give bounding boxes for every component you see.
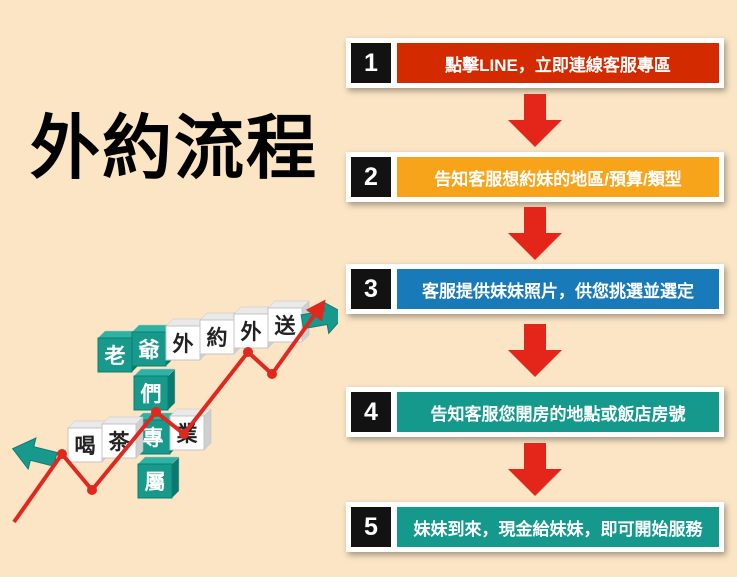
cube-char: 屬 <box>137 456 180 499</box>
step-label: 點擊LINE，立即連線客服專區 <box>397 43 719 83</box>
step-number: 5 <box>351 507 391 547</box>
arrow-left-icon <box>11 437 58 471</box>
arrow-shaft <box>524 324 546 350</box>
down-arrow-icon <box>346 324 724 377</box>
step-number: 4 <box>351 392 391 432</box>
step-card-5: 5 妹妹到來，現金給妹妹，即可開始服務 <box>346 502 724 552</box>
step-label: 客服提供妹妹照片，供您挑選並選定 <box>397 269 719 309</box>
down-arrow-icon <box>346 443 724 496</box>
svg-text:爺: 爺 <box>138 338 161 362</box>
step-label: 妹妹到來，現金給妹妹，即可開始服務 <box>397 507 719 547</box>
down-arrow-icon <box>346 207 724 260</box>
step-card-2: 2 告知客服想約妹的地區/預算/類型 <box>346 152 724 202</box>
trend-line <box>12 299 326 524</box>
svg-text:外: 外 <box>241 320 262 344</box>
flow-chart: 1 點擊LINE，立即連線客服專區 2 告知客服想約妹的地區/預算/類型 3 客… <box>346 0 724 582</box>
page-title: 外約流程 <box>30 109 318 187</box>
svg-text:茶: 茶 <box>109 430 131 454</box>
arrow-head <box>508 233 562 260</box>
brand-cubes-graphic: 老 爺 外 約 外 送 們 專 屬 喝 茶 業 <box>11 299 338 524</box>
down-arrow-icon <box>346 94 724 147</box>
arrow-shaft <box>524 207 546 233</box>
arrow-head <box>508 469 562 496</box>
svg-text:屬: 屬 <box>145 471 166 494</box>
svg-text:外: 外 <box>173 332 194 356</box>
svg-text:們: 們 <box>140 383 162 406</box>
svg-text:老: 老 <box>105 345 126 368</box>
step-label: 告知客服想約妹的地區/預算/類型 <box>397 157 719 197</box>
step-number: 3 <box>351 269 391 309</box>
svg-text:喝: 喝 <box>75 435 96 458</box>
arrow-head <box>508 350 562 377</box>
cube-char: 們 <box>133 368 176 411</box>
step-card-1: 1 點擊LINE，立即連線客服專區 <box>346 38 724 88</box>
step-card-3: 3 客服提供妹妹照片，供您挑選並選定 <box>346 264 724 314</box>
svg-text:送: 送 <box>275 314 297 338</box>
svg-text:專: 專 <box>143 427 164 450</box>
svg-text:約: 約 <box>207 326 228 350</box>
arrow-head <box>508 120 562 147</box>
bottom-margin <box>0 577 737 582</box>
arrow-shaft <box>524 94 546 120</box>
step-number: 1 <box>351 43 391 83</box>
arrow-shaft <box>524 443 546 469</box>
step-label: 告知客服您開房的地點或飯店房號 <box>397 392 719 432</box>
step-card-4: 4 告知客服您開房的地點或飯店房號 <box>346 387 724 437</box>
step-number: 2 <box>351 157 391 197</box>
